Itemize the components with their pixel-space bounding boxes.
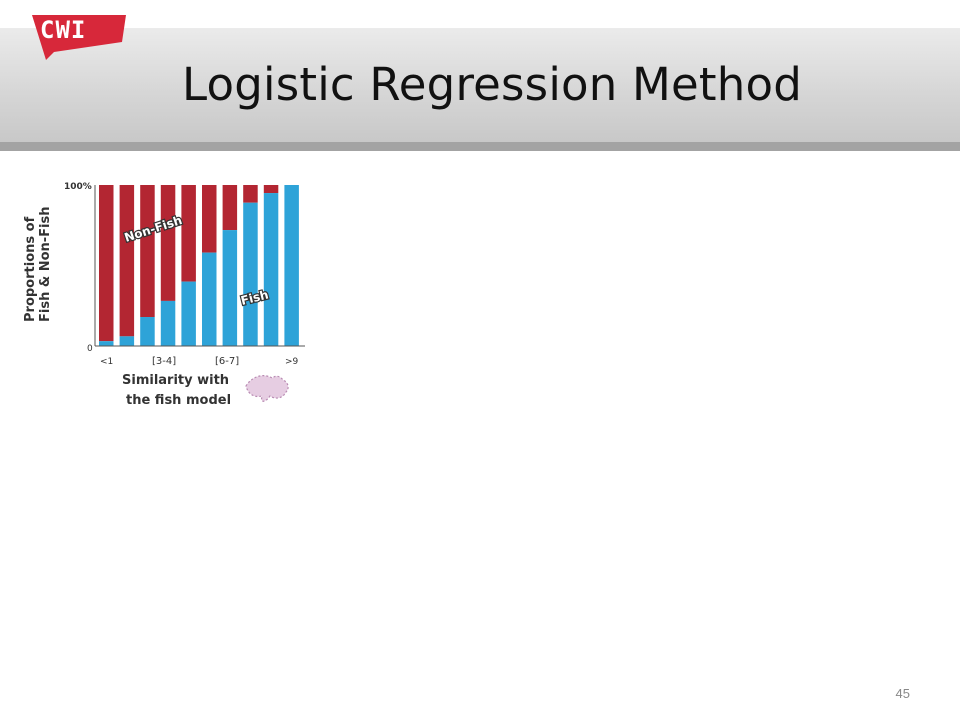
logo-text: CWI — [40, 16, 87, 44]
y-axis-label: Proportions of Fish & Non-Fish — [23, 206, 53, 322]
title-band — [0, 28, 960, 146]
bar-fish — [140, 317, 155, 346]
ytick-label: 100% — [64, 182, 92, 192]
ylabel-line: Fish & Non-Fish — [38, 206, 53, 322]
bar-fish — [222, 230, 238, 346]
bar-non-fish — [140, 185, 155, 318]
xtick-label: [6-7] — [215, 356, 239, 367]
slide-title: Logistic Regression Method — [182, 58, 802, 111]
bar-non-fish — [181, 185, 196, 282]
bar-fish — [284, 185, 299, 346]
ylabel-line: Proportions of — [23, 216, 38, 322]
xtick-label: [3-4] — [152, 356, 176, 367]
xlabel-line: the fish model — [126, 393, 231, 408]
bar-non-fish — [202, 185, 217, 253]
bar-fish — [263, 193, 279, 346]
bar-non-fish — [99, 185, 114, 342]
page-number: 45 — [895, 686, 910, 701]
bar-fish — [202, 252, 217, 346]
bar-fish — [160, 300, 176, 346]
bar-non-fish — [243, 185, 258, 203]
ytick-label: 0 — [87, 344, 93, 354]
bar-non-fish — [222, 185, 238, 231]
fish-proportion-chart: 100% 0 Proportions of Fish & Non-Fish <1… — [14, 172, 314, 417]
xtick-label: <1 — [100, 357, 113, 367]
bars-group — [94, 185, 305, 347]
bar-non-fish — [263, 185, 279, 194]
bar-non-fish — [160, 185, 176, 301]
title-divider — [0, 142, 960, 151]
xtick-label: >9 — [285, 357, 299, 367]
xlabel-line: Similarity with — [122, 373, 229, 388]
bar-fish — [99, 341, 114, 346]
bar-fish — [181, 281, 196, 346]
bar-fish — [119, 336, 135, 346]
bar-fish — [243, 202, 258, 346]
chart-svg: 100% 0 Proportions of Fish & Non-Fish <1… — [23, 182, 305, 408]
fish-outline-icon — [245, 375, 289, 402]
bar-non-fish — [119, 185, 135, 337]
cwi-logo — [28, 12, 128, 62]
